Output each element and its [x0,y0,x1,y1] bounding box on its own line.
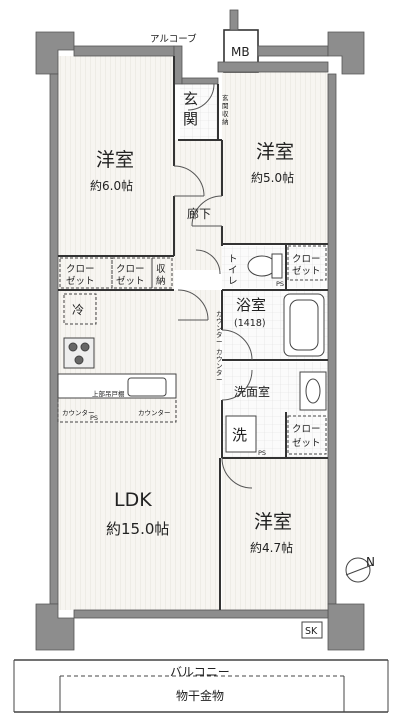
counter-v2-5: ー [216,376,223,384]
closet-2-label-1: クロー [116,264,145,275]
washroom-label: 洗面室 [234,384,270,399]
mb-label: MB [231,45,250,59]
west-room-size: 約6.0帖 [90,178,133,193]
storage-label-1: 収 [156,263,166,275]
ps-1-label: PS [276,280,284,288]
north-room-size: 約5.0帖 [251,170,294,185]
bath-size: (1418) [234,318,266,329]
entrance-storage-3: 収 [222,110,229,118]
corridor-label: 廊 [187,206,199,221]
washer-label: 洗 [232,426,247,444]
west-room-name: 洋室 [96,149,134,171]
south-room-name: 洋室 [254,511,292,533]
wash-closet-2: ゼット [292,437,321,449]
entrance-storage-2: 関 [222,102,229,110]
counter-v2-2: ウ [216,355,223,363]
closet-1-label-2: ゼット [66,275,95,287]
partitions [58,56,328,610]
ps-2-label: PS [258,449,266,457]
fixtures [13,245,389,713]
ldk-name: LDK [114,489,152,511]
entrance-label-2: 関 [183,110,198,128]
closet-1-label-1: クロー [66,264,95,275]
counter-v1-2: ウ [216,317,223,325]
toilet-closet-1: クロー [292,254,321,265]
entrance-label-1: 玄 [183,90,198,108]
entrance-storage-4: 納 [222,117,229,126]
toilet-closet-2: ゼット [292,265,321,277]
compass-north-label: N [366,555,375,569]
storage-label-2: 納 [156,275,166,287]
ldk-size: 約15.0帖 [106,520,169,538]
labels: アルコーブ MB 玄 関 玄 関 収 納 廊 下 洋室 約6.0帖 洋室 約5.… [62,33,375,703]
sk-label: SK [305,626,318,637]
counter-v1-1: カ [216,310,223,318]
walls [35,9,365,651]
fridge-label: 冷 [72,303,84,317]
balcony-label: バルコニー [170,665,230,679]
wash-closet-1: クロー [292,424,321,435]
counter-v2-3: ン [216,362,223,370]
south-room-size: 約4.7帖 [250,540,293,555]
floors [58,56,328,610]
north-room-name: 洋室 [256,141,294,163]
corridor-label-2: 下 [199,207,211,221]
counter-v2-1: カ [216,348,223,356]
toilet-label-3: レ [228,276,238,287]
doors [173,83,253,489]
toilet-label-2: イ [228,265,238,276]
counter-right-label: カウンター [138,408,171,417]
entrance-storage-1: 玄 [222,93,229,102]
counter-v1-3: ン [216,324,223,332]
alcove-label: アルコーブ [150,33,197,45]
closet-2-label-2: ゼット [116,275,145,287]
ps-3-label: PS [90,414,98,422]
counter-v2-4: タ [216,368,223,377]
toilet-label-1: ト [228,254,238,265]
upper-cabinet-label: 上部吊戸棚 [92,389,125,398]
drying-fixture-label: 物干金物 [176,688,224,703]
counter-v1-5: ー [216,338,223,346]
counter-left-label: カウンター [62,408,95,417]
counter-v1-4: タ [216,330,223,339]
bath-name: 浴室 [236,296,266,314]
